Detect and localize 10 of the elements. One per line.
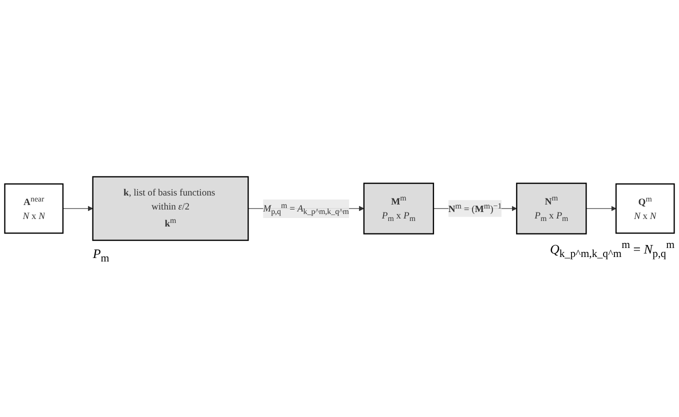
node-box: N$^{m}$ P$_{m}$ x P$_{m}$ [516, 182, 587, 234]
node-box: M$^{m}$ P$_{m}$ x P$_{m}$ [363, 182, 434, 234]
node-box: Q$^{m}$ N x N [615, 183, 675, 234]
edge-label: M$_{p,q}$$^{m}$ = A$_{k_p^m,k_q^m}$ [263, 200, 350, 216]
edge-label: N$^{m}$ = (M$^{m}$)$^{−1}$ [448, 201, 502, 215]
node-box: k, list of basis functions within ε/2 k$^{m}$ [92, 176, 249, 241]
node-caption: P$_{m}$ [92, 246, 110, 265]
node-box: A$^{near}$ N x N [4, 183, 64, 234]
arrow [586, 206, 616, 212]
arrow [62, 206, 94, 212]
